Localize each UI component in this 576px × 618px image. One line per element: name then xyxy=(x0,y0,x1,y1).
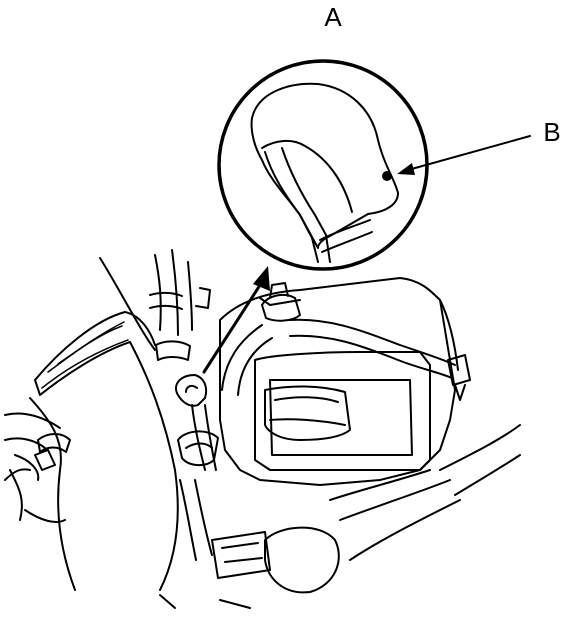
upper-hose-left xyxy=(149,249,191,361)
upper-hose-right xyxy=(99,257,211,351)
right-lower-line xyxy=(439,424,521,496)
harness-connector-right xyxy=(447,354,471,401)
point-b-marker xyxy=(382,171,392,181)
upper-connector xyxy=(261,282,301,322)
engine-assembly xyxy=(4,249,521,609)
leader-b xyxy=(397,135,531,175)
lower-bracket xyxy=(211,531,271,579)
handle-inner-curve xyxy=(261,140,353,213)
dipstick-grip-small xyxy=(175,374,208,407)
label-a: A xyxy=(324,2,342,32)
pointer-arrow xyxy=(202,266,270,374)
valve-cover-inner xyxy=(269,379,413,456)
lower-pulley xyxy=(264,526,340,594)
valve-cover xyxy=(254,351,431,471)
coil-pack xyxy=(264,385,351,441)
dipstick-base xyxy=(177,430,219,466)
left-bracket xyxy=(9,449,66,523)
dipstick-guide-tube xyxy=(221,324,273,396)
duct-ribs xyxy=(41,321,129,389)
intake-duct xyxy=(29,311,179,591)
engine-block-outline xyxy=(219,277,456,486)
handle-stem xyxy=(264,147,331,263)
handle-ring xyxy=(319,219,373,253)
lower-hoses xyxy=(159,469,461,609)
label-b: B xyxy=(543,117,560,147)
detail-circle-a xyxy=(217,59,429,271)
wiring-harness xyxy=(259,297,459,379)
left-hoses xyxy=(4,412,71,481)
dipstick-handle-detail xyxy=(250,82,399,249)
